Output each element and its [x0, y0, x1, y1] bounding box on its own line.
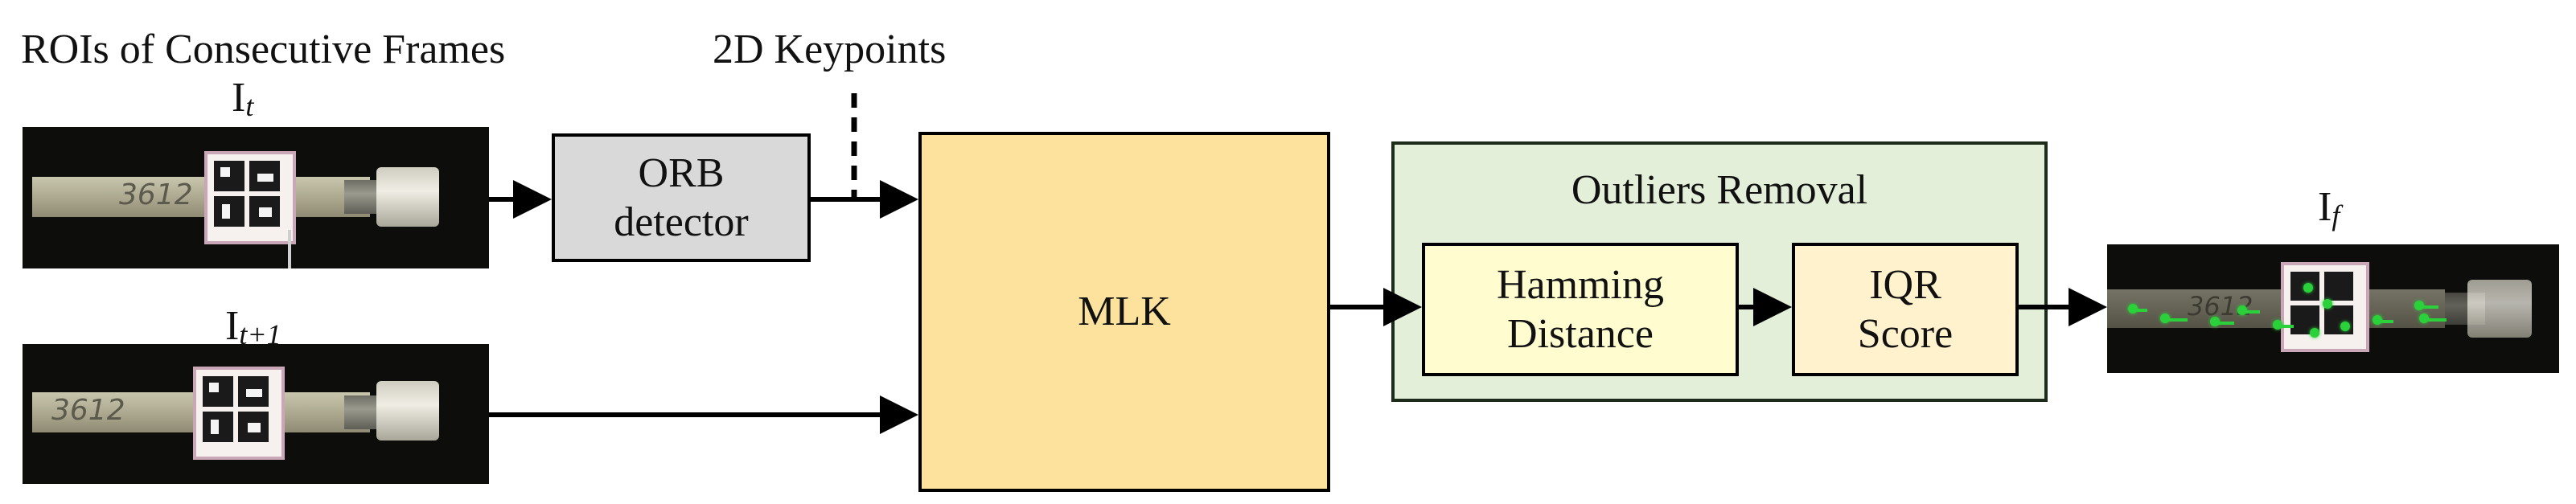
keypoint [2414, 301, 2424, 310]
keypoint [2323, 299, 2332, 309]
mlk-box: MLK [918, 132, 1330, 492]
aruco-marker [204, 151, 296, 244]
iqr-score-box: IQR Score [1792, 243, 2019, 376]
hamming-label: Hamming Distance [1497, 260, 1664, 359]
frame-label-t1-base: I [225, 303, 240, 349]
frame-f-image: 3612 [2107, 244, 2559, 373]
keypoint [2340, 322, 2350, 331]
orb-detector-label: ORB detector [614, 149, 748, 248]
keypoints-label: 2D Keypoints [713, 27, 947, 72]
marker-cell [2324, 272, 2353, 301]
marker-bit [220, 167, 230, 177]
keypoint [2237, 305, 2247, 315]
frame-label-t-sub: t [245, 90, 254, 122]
frame-label-f-sub: f [2332, 199, 2340, 232]
keypoint-track [2213, 322, 2234, 325]
keypoint [2210, 317, 2220, 326]
iqr-line1: IQR [1869, 261, 1941, 308]
cylinder-cap [376, 167, 439, 227]
marker-bit [211, 420, 219, 434]
cylinder-cap [2467, 280, 2532, 338]
marker-bit [246, 389, 262, 397]
stick [288, 230, 291, 268]
mlk-label: MLK [1078, 289, 1171, 335]
marker-bit [257, 174, 273, 182]
aruco-marker [193, 367, 285, 460]
cylinder-cap [376, 381, 439, 440]
marker-bit [259, 207, 272, 217]
keypoint-track [2376, 320, 2393, 323]
frame-label-t: It [232, 77, 253, 121]
outliers-removal-title: Outliers Removal [1571, 167, 1868, 213]
keypoint [2128, 304, 2138, 313]
frame-t-image: 3612 [23, 127, 489, 268]
rois-label: ROIs of Consecutive Frames [21, 27, 506, 72]
frame-label-t-base: I [232, 75, 246, 121]
marker-bit [248, 423, 261, 432]
keypoint [2419, 313, 2429, 323]
frame-label-f-base: I [2318, 184, 2332, 230]
marker-bit [209, 383, 219, 392]
keypoint-track [2418, 305, 2438, 309]
paper-strip [32, 177, 370, 217]
keypoint-track [2422, 318, 2447, 322]
orb-line1: ORB [638, 150, 725, 196]
pencil-writing: 3612 [119, 178, 193, 211]
hamming-line1: Hamming [1497, 261, 1664, 308]
pencil-writing: 3612 [51, 394, 125, 427]
keypoint [2273, 320, 2282, 330]
hamming-line2: Distance [1507, 311, 1654, 357]
keypoint-track [2163, 318, 2188, 322]
keypoint-track [2131, 309, 2147, 312]
frame-t1-image: 3612 [23, 344, 489, 484]
keypoint [2310, 328, 2319, 338]
keypoint-track [2241, 310, 2260, 313]
iqr-label: IQR Score [1858, 260, 1953, 359]
keypoint [2373, 315, 2382, 325]
keypoint [2160, 313, 2170, 323]
keypoint-track [2276, 325, 2294, 328]
iqr-line2: Score [1857, 311, 1954, 357]
keypoint [2303, 283, 2313, 293]
orb-line2: detector [614, 199, 749, 245]
frame-label-f: If [2318, 184, 2340, 232]
orb-detector-box: ORB detector [552, 133, 811, 262]
hamming-distance-box: Hamming Distance [1422, 243, 1739, 376]
marker-bit [222, 204, 230, 219]
